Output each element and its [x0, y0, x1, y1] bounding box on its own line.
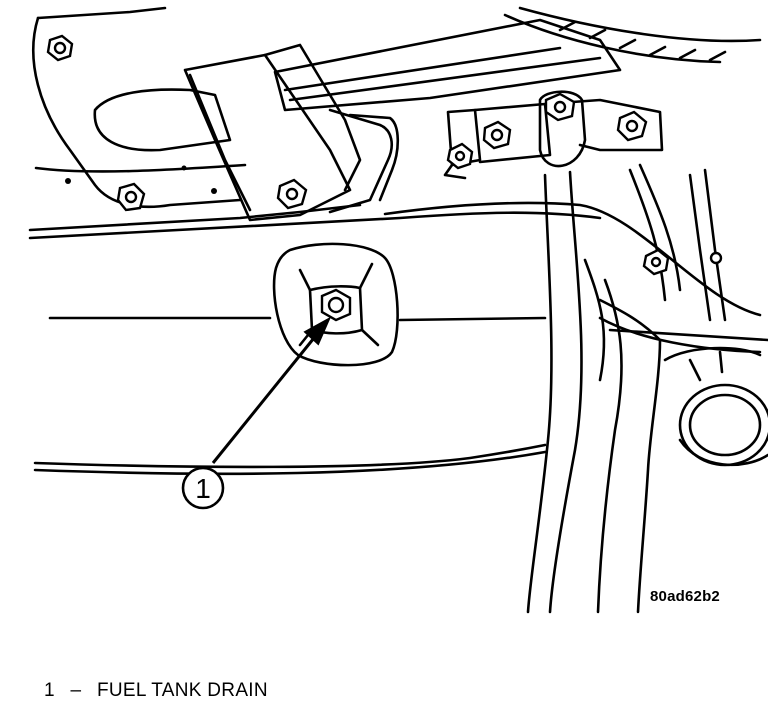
bolt-right-edge	[709, 251, 723, 265]
figure-id: 80ad62b2	[650, 588, 720, 605]
body-frame-panel	[28, 6, 362, 232]
fuel-tank-drain-illustration: 1	[28, 6, 768, 614]
bolt-upper-left	[46, 34, 74, 62]
rivet-dots	[65, 165, 217, 194]
legend-item: 1 – FUEL TANK DRAIN	[44, 680, 268, 702]
bolt-clamp-top	[544, 92, 576, 122]
callout-1: 1	[181, 466, 225, 510]
bolt-line-bracket	[642, 248, 670, 276]
callout-leader-arrow	[211, 316, 332, 464]
legend-item-number: 1	[44, 680, 55, 701]
fuel-and-brake-lines	[526, 163, 727, 614]
brake-line-clamp	[443, 90, 664, 180]
heat-shield-strap	[273, 6, 762, 112]
legend-item-separator: –	[70, 680, 82, 701]
bolt-clamp-right	[616, 110, 648, 142]
bolt-clamp-center	[482, 120, 512, 150]
legend-item-label: FUEL TANK DRAIN	[96, 680, 268, 701]
fuel-tank	[28, 201, 768, 614]
drain-boss	[272, 242, 399, 367]
drain-bolt	[320, 288, 352, 322]
filler-neck-ring	[663, 346, 768, 467]
bolt-bracket	[276, 178, 308, 210]
bolts	[46, 34, 723, 322]
bolt-clamp-left	[446, 142, 474, 170]
callout-number: 1	[195, 473, 211, 504]
legend: 1 – FUEL TANK DRAIN	[44, 680, 268, 702]
bolt-left	[116, 182, 146, 212]
